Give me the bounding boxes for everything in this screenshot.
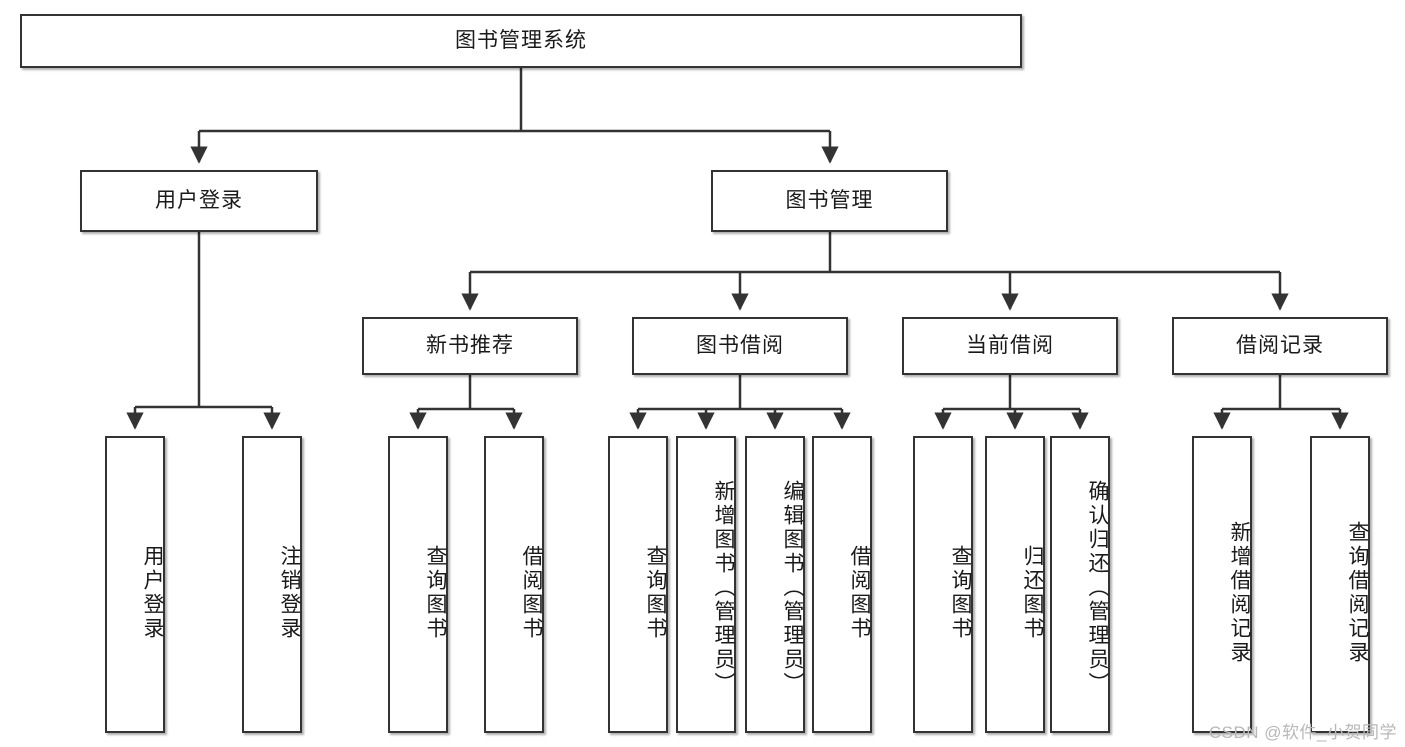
node-book-management[interactable]: 图书管理 — [711, 170, 948, 232]
leaf-user-login[interactable]: 用户登录 — [105, 436, 165, 733]
node-current-borrow-label: 当前借阅 — [966, 334, 1054, 358]
leaf-confirm-return-admin[interactable]: 确认归还（管理员） — [1050, 436, 1110, 733]
leaf-query-borrow-record[interactable]: 查询借阅记录 — [1310, 436, 1370, 733]
leaf-label: 归还图书 — [1021, 544, 1044, 641]
leaf-label: 查询图书 — [424, 544, 447, 641]
node-book-borrow-label: 图书借阅 — [696, 334, 784, 358]
node-root-label: 图书管理系统 — [455, 29, 587, 53]
leaf-label: 借阅图书 — [520, 544, 543, 641]
leaf-label: 注销登录 — [278, 544, 301, 641]
leaf-label: 编辑图书（管理员） — [781, 479, 804, 696]
leaf-label: 借阅图书 — [848, 544, 871, 641]
node-new-book-recommend[interactable]: 新书推荐 — [362, 317, 578, 375]
node-book-borrow[interactable]: 图书借阅 — [632, 317, 848, 375]
leaf-query-book-borrow[interactable]: 查询图书 — [608, 436, 668, 733]
leaf-label: 查询图书 — [644, 544, 667, 641]
leaf-label: 用户登录 — [141, 544, 164, 641]
leaf-return-book[interactable]: 归还图书 — [985, 436, 1045, 733]
leaf-query-book-current[interactable]: 查询图书 — [913, 436, 973, 733]
node-user-login-label: 用户登录 — [155, 189, 243, 213]
node-user-login[interactable]: 用户登录 — [80, 170, 318, 232]
node-new-book-recommend-label: 新书推荐 — [426, 334, 514, 358]
node-root[interactable]: 图书管理系统 — [20, 14, 1022, 68]
node-book-management-label: 图书管理 — [785, 189, 874, 213]
leaf-borrow-book-recommend[interactable]: 借阅图书 — [484, 436, 544, 733]
leaf-label: 确认归还（管理员） — [1086, 479, 1109, 696]
leaf-label: 新增图书（管理员） — [712, 479, 735, 696]
node-current-borrow[interactable]: 当前借阅 — [902, 317, 1118, 375]
leaf-label: 查询借阅记录 — [1346, 520, 1369, 665]
leaf-query-book-recommend[interactable]: 查询图书 — [388, 436, 448, 733]
leaf-add-borrow-record[interactable]: 新增借阅记录 — [1192, 436, 1252, 733]
leaf-label: 查询图书 — [949, 544, 972, 641]
node-borrow-record-label: 借阅记录 — [1236, 334, 1324, 358]
leaf-borrow-book[interactable]: 借阅图书 — [812, 436, 872, 733]
leaf-label: 新增借阅记录 — [1228, 520, 1251, 665]
leaf-edit-book-admin[interactable]: 编辑图书（管理员） — [745, 436, 805, 733]
node-borrow-record[interactable]: 借阅记录 — [1172, 317, 1388, 375]
leaf-add-book-admin[interactable]: 新增图书（管理员） — [676, 436, 736, 733]
leaf-logout[interactable]: 注销登录 — [242, 436, 302, 733]
